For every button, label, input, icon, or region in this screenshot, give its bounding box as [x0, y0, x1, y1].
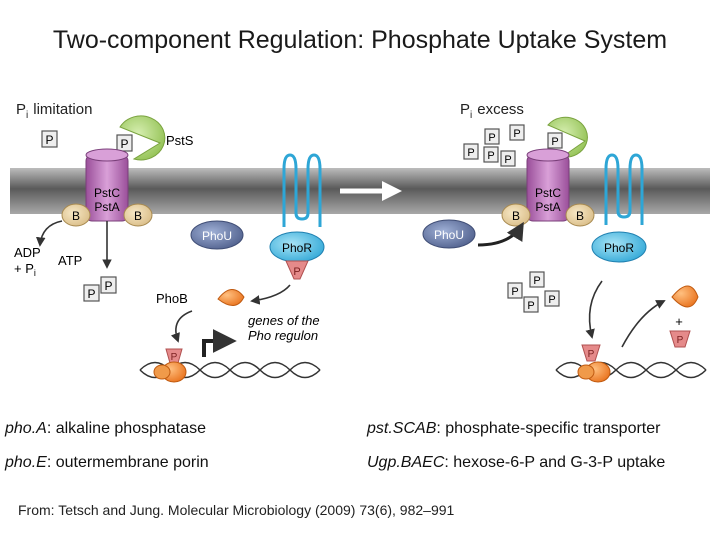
atp-label: ATP: [58, 253, 82, 268]
svg-text:P: P: [488, 132, 495, 144]
transcription-arrow: [202, 329, 237, 357]
pho-regulon-label: genes of the Pho regulon: [248, 313, 320, 343]
svg-text:P: P: [120, 137, 128, 151]
svg-text:+ Pi: + Pi: [14, 261, 36, 278]
phou-binding-arrow: [477, 221, 524, 247]
svg-text:P: P: [504, 154, 511, 166]
dephospho-arrow-down: [585, 280, 603, 339]
phor-kinase-right: PhoR: [591, 153, 647, 263]
phob-label-left: PhoB: [156, 291, 188, 306]
svg-text:P: P: [293, 266, 300, 278]
svg-text:PstA: PstA: [535, 200, 560, 214]
svg-text:P: P: [511, 286, 518, 298]
svg-text:B: B: [72, 209, 80, 223]
svg-text:P: P: [588, 349, 595, 360]
svg-text:PhoU: PhoU: [202, 229, 232, 243]
phosphate-box: P: [547, 132, 563, 149]
phob-dimer-right: P: [577, 344, 611, 383]
svg-text:PstA: PstA: [94, 200, 119, 214]
phosphate-box: P: [509, 124, 525, 141]
pstca-transporter-left: PstC PstA: [85, 148, 129, 222]
phob-protein-right: [671, 285, 699, 308]
caption-ugpbaec: Ugp.BAEC: hexose-6-P and G-3-P uptake: [367, 454, 666, 471]
svg-text:B: B: [134, 209, 142, 223]
svg-text:P: P: [87, 287, 95, 301]
svg-text:B: B: [512, 209, 520, 223]
phosphate-box: P: [507, 282, 523, 299]
dna-binding-arrow: [170, 310, 193, 343]
svg-text:PstC: PstC: [535, 186, 561, 200]
svg-text:P: P: [104, 279, 112, 293]
b-subunit-left-1: B: [61, 203, 91, 227]
svg-text:P: P: [533, 275, 540, 287]
phor-kinase-left: PhoR P: [269, 153, 325, 280]
caption-phoa: pho.A: alkaline phosphatase: [5, 420, 207, 437]
b-subunit-right-2: B: [565, 203, 595, 227]
svg-text:PstS: PstS: [166, 133, 194, 148]
phosphate-box: P: [116, 134, 133, 152]
b-subunit-right-1: B: [501, 203, 531, 227]
adp-label: ADP + Pi: [14, 245, 41, 278]
svg-text:genes of the: genes of the: [248, 313, 320, 328]
svg-text:P: P: [45, 133, 53, 147]
svg-text:B: B: [576, 209, 584, 223]
phosphate-group-right: P: [669, 330, 691, 348]
svg-text:PhoU: PhoU: [434, 228, 464, 242]
svg-text:P: P: [677, 335, 684, 346]
phosphate-box: P: [463, 143, 479, 160]
phob-protein-left: [217, 289, 245, 306]
caption-phoe: pho.E: outermembrane porin: [5, 454, 209, 471]
atp-hydrolysis-arrow: [35, 220, 63, 247]
phosphate-box: P: [523, 296, 539, 313]
phosphate-box: P: [500, 150, 516, 167]
svg-text:P: P: [467, 147, 474, 159]
source-citation: From: Tetsch and Jung. Molecular Microbi…: [18, 502, 455, 518]
svg-text:P: P: [527, 300, 534, 312]
svg-text:P: P: [551, 136, 558, 148]
phou-protein-right: PhoU: [422, 219, 476, 249]
svg-text:ADP: ADP: [14, 245, 41, 260]
svg-text:PhoR: PhoR: [604, 241, 634, 255]
slide-title: Two-component Regulation: Phosphate Upta…: [52, 26, 668, 54]
phosphate-box: P: [529, 271, 545, 288]
pstca-transporter-right: PstC PstA: [526, 148, 570, 222]
phosphate-box: P: [83, 284, 100, 302]
svg-text:P: P: [171, 352, 178, 363]
b-subunit-left-2: B: [123, 203, 153, 227]
phosphate-box: P: [100, 276, 117, 294]
psts-protein-left: PstS: [119, 115, 194, 161]
svg-text:PstC: PstC: [94, 186, 120, 200]
phosphate-box: P: [484, 128, 500, 145]
svg-text:Pho regulon: Pho regulon: [248, 328, 318, 343]
phosphate-box: P: [41, 130, 58, 148]
svg-text:P: P: [548, 294, 555, 306]
release-arrow-up: [621, 300, 666, 348]
caption-pstscab: pst.SCAB: phosphate-specific transporter: [367, 420, 661, 437]
phob-dimer-left: P: [153, 348, 187, 383]
svg-text:PhoR: PhoR: [282, 241, 312, 255]
svg-text:P: P: [513, 128, 520, 140]
phosphate-box: P: [483, 146, 499, 163]
phosphotransfer-arrow: [250, 284, 291, 305]
phou-protein-left: PhoU: [190, 220, 244, 250]
svg-text:P: P: [487, 150, 494, 162]
phosphate-box: P: [544, 290, 560, 307]
transition-arrowhead: [382, 181, 402, 201]
plus-sign: +: [675, 314, 683, 329]
